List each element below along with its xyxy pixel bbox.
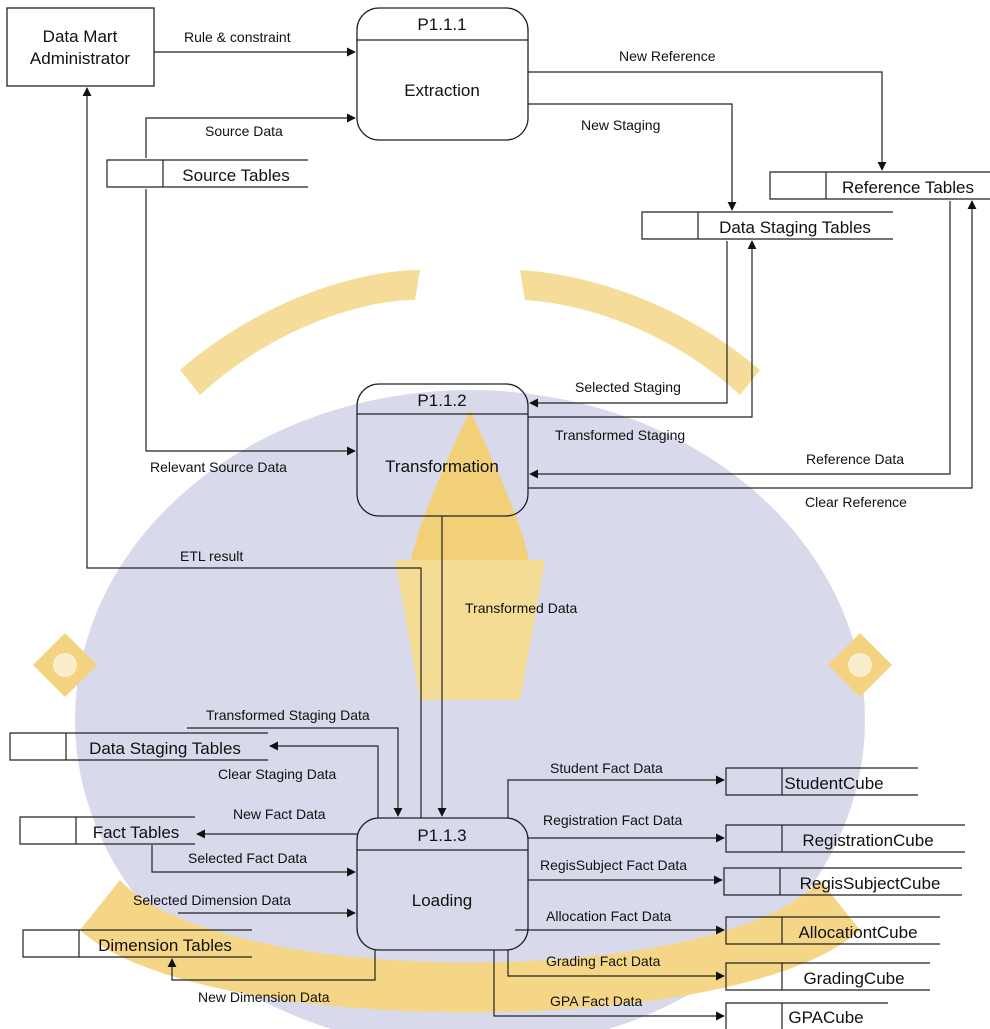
process-id: P1.1.2: [417, 391, 466, 410]
svg-text:Dimension Tables: Dimension Tables: [98, 936, 232, 955]
svg-text:AllocationtCube: AllocationtCube: [798, 923, 917, 942]
flow-label: ETL result: [180, 548, 243, 564]
flow-label: GPA Fact Data: [550, 993, 643, 1009]
flow-label: Selected Fact Data: [188, 850, 307, 866]
flow-label: New Fact Data: [233, 806, 326, 822]
svg-text:Source Tables: Source Tables: [182, 166, 289, 185]
store-data-staging-top: Data Staging Tables: [641, 211, 893, 240]
flow-label: Transformed Data: [465, 600, 578, 616]
svg-text:StudentCube: StudentCube: [784, 774, 883, 793]
store-reference-tables: Reference Tables: [769, 171, 990, 200]
flow-label: Reference Data: [806, 451, 904, 467]
flow-label: Registration Fact Data: [543, 812, 682, 828]
flow-label: Transformed Staging Data: [206, 707, 370, 723]
process-loading: [356, 817, 529, 951]
flow-label: Source Data: [205, 123, 283, 139]
process-id: P1.1.3: [417, 826, 466, 845]
process-name: Extraction: [404, 81, 480, 100]
university-seal-watermark: [33, 270, 892, 1029]
svg-text:Reference Tables: Reference Tables: [842, 178, 974, 197]
flow-label: Clear Staging Data: [218, 766, 337, 782]
store-allocation-cube: AllocationtCube: [725, 916, 940, 945]
process-name: Loading: [412, 891, 473, 910]
flow-arrows: [82, 47, 977, 1021]
svg-text:Data Staging Tables: Data Staging Tables: [89, 739, 241, 758]
svg-text:Data Staging Tables: Data Staging Tables: [719, 218, 871, 237]
store-source-tables: Source Tables: [106, 159, 308, 188]
flow-label: New Reference: [619, 48, 716, 64]
svg-text:Fact Tables: Fact Tables: [93, 823, 180, 842]
svg-text:GradingCube: GradingCube: [803, 969, 904, 988]
svg-text:GPACube: GPACube: [788, 1008, 863, 1027]
flow-label: Rule & constraint: [184, 29, 291, 45]
external-entity-box: [6, 7, 155, 87]
flow-label: Selected Staging: [575, 379, 681, 395]
process-name: Transformation: [385, 457, 499, 476]
svg-text:RegisSubjectCube: RegisSubjectCube: [800, 874, 941, 893]
process-id: P1.1.1: [417, 15, 466, 34]
flow-label: RegisSubject Fact Data: [540, 857, 687, 873]
entity-label-line1: Data Mart: [43, 27, 118, 46]
flow-label: Allocation Fact Data: [546, 908, 671, 924]
process-extraction: [356, 7, 529, 141]
store-regis-subject-cube: RegisSubjectCube: [723, 867, 962, 896]
flow-label: New Dimension Data: [198, 989, 330, 1005]
flow-label: Grading Fact Data: [546, 953, 661, 969]
store-dimension-tables: Dimension Tables: [22, 929, 252, 958]
flow-label: Clear Reference: [805, 494, 907, 510]
svg-text:RegistrationCube: RegistrationCube: [802, 831, 933, 850]
store-registration-cube: RegistrationCube: [725, 824, 965, 853]
store-gpa-cube: GPACube: [725, 1002, 888, 1029]
flow-label: Student Fact Data: [550, 760, 663, 776]
store-data-staging-bottom: Data Staging Tables: [9, 732, 268, 761]
flow-label: Selected Dimension Data: [133, 892, 291, 908]
store-fact-tables: Fact Tables: [19, 816, 195, 845]
flow-label: Transformed Staging: [555, 427, 685, 443]
entity-label-line2: Administrator: [30, 49, 130, 68]
flow-label: Relevant Source Data: [150, 459, 287, 475]
store-grading-cube: GradingCube: [725, 962, 930, 991]
store-student-cube: StudentCube: [725, 767, 918, 796]
flow-label: New Staging: [581, 117, 660, 133]
